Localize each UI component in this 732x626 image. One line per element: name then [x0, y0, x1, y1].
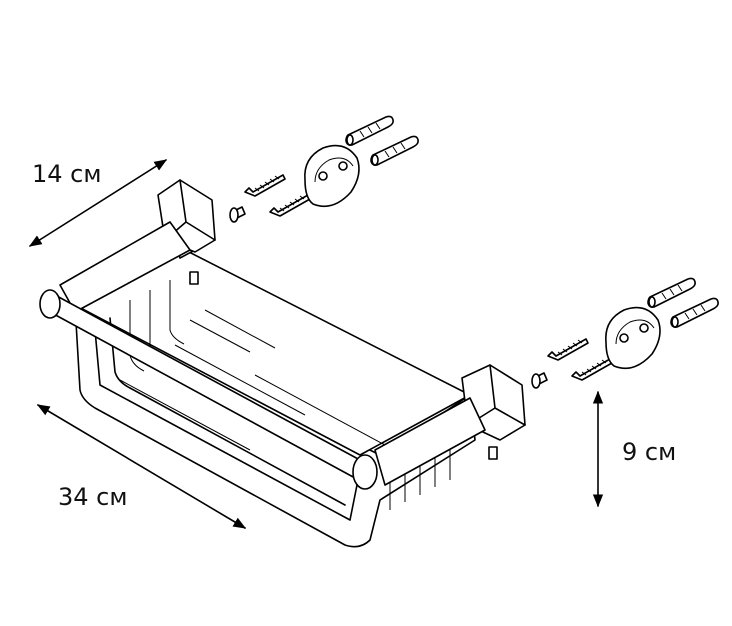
- right-mounting-hardware: [531, 277, 719, 389]
- width-arrow: [36, 404, 247, 529]
- width-label: 34 см: [58, 483, 127, 511]
- rail-end-right: [352, 454, 378, 490]
- depth-label: 14 см: [32, 160, 101, 188]
- rail-end-left: [39, 289, 61, 319]
- set-screw-right: [488, 446, 498, 460]
- right-bar-back: [374, 397, 486, 486]
- left-mounting-hardware: [229, 115, 419, 223]
- set-screw-left: [189, 271, 199, 285]
- depth-arrow: [28, 159, 168, 247]
- basket: [74, 249, 476, 548]
- height-label: 9 см: [622, 438, 676, 466]
